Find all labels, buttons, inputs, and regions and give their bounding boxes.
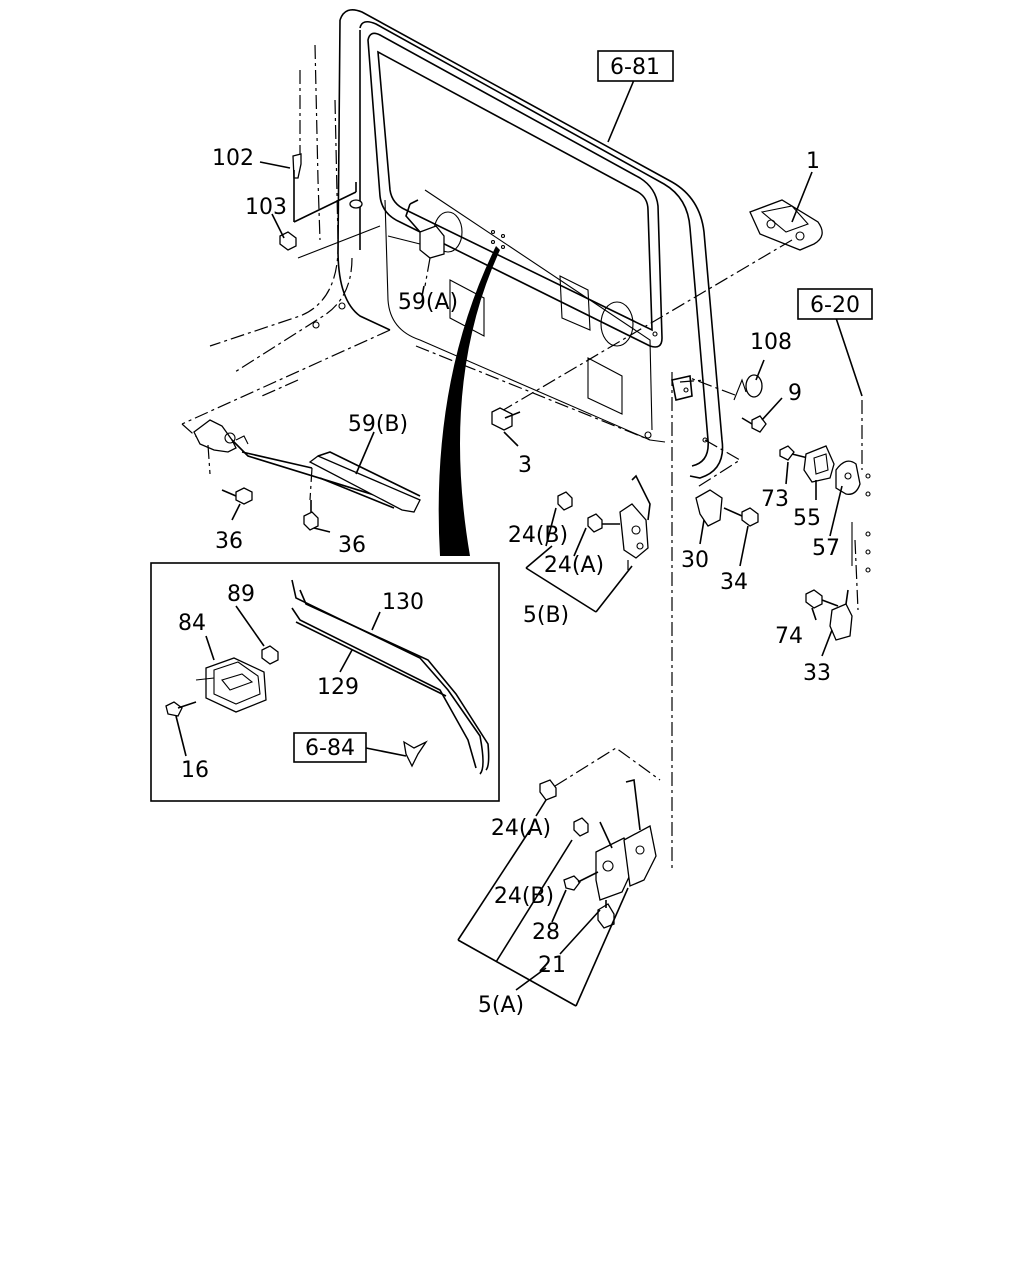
clip-102 [292,153,363,223]
screw-73 [779,445,809,461]
bracket-30 [695,489,723,527]
pointer-arrow [438,246,500,556]
plate-57 [835,460,861,495]
bracket-33 [829,589,853,641]
callout-57: 57 [812,536,840,561]
callout-73: 73 [761,487,789,512]
lock-assembly-5b [557,474,651,570]
bolt-34 [723,507,759,527]
callout-16: 16 [181,758,209,783]
striker-area [671,372,742,870]
callout-5a: 5(A) [478,993,524,1018]
bolt-74 [805,589,839,609]
bolt-3 [491,407,521,431]
outside-handle [499,199,823,413]
callout-21: 21 [538,953,566,978]
ref-box-6-81: 6-81 [597,50,674,82]
callout-5b: 5(B) [523,603,569,628]
leader-lines [175,79,863,1007]
rod-bracket-59b [193,419,421,513]
callout-59a: 59(A) [398,290,458,315]
callout-84: 84 [178,611,206,636]
callout-3: 3 [518,453,532,478]
ref-6-20-label: 6-20 [810,293,860,318]
callout-108: 108 [750,330,792,355]
remote-lock-59a [387,199,445,287]
callout-1: 1 [806,149,820,174]
callout-9: 9 [788,381,802,406]
callout-24b-lower: 24(B) [494,884,554,909]
ref-box-6-20: 6-20 [797,288,873,320]
pillar-strip [851,400,871,611]
body-pillar [181,44,651,441]
callout-89: 89 [227,582,255,607]
callout-labels: 102 103 59(A) 59(B) 36 36 1 108 9 3 73 5… [178,146,840,1018]
callout-129: 129 [317,675,359,700]
ref-6-84-label: 6-84 [305,736,355,761]
callout-55: 55 [793,506,821,531]
ref-6-81-label: 6-81 [610,55,660,80]
lock-assembly-5a [539,747,661,929]
callout-59b: 59(B) [348,412,408,437]
callout-103: 103 [245,195,287,220]
callout-130: 130 [382,590,424,615]
inset-box [150,562,500,802]
callout-74: 74 [775,624,803,649]
callout-34: 34 [720,570,748,595]
callout-24b-upper: 24(B) [508,523,568,548]
callout-102: 102 [212,146,254,171]
callout-33: 33 [803,661,831,686]
callout-30: 30 [681,548,709,573]
ref-box-6-84: 6-84 [293,732,367,763]
part-108 [733,374,763,401]
bolt-36-right [303,500,319,531]
callout-28: 28 [532,920,560,945]
hinge-55 [803,445,835,483]
callout-36-left: 36 [215,529,243,554]
bolt-36-left [221,487,253,505]
callout-24a-lower: 24(A) [491,816,551,841]
nut-103 [279,225,381,259]
callout-36-right: 36 [338,533,366,558]
callout-24a-upper: 24(A) [544,553,604,578]
